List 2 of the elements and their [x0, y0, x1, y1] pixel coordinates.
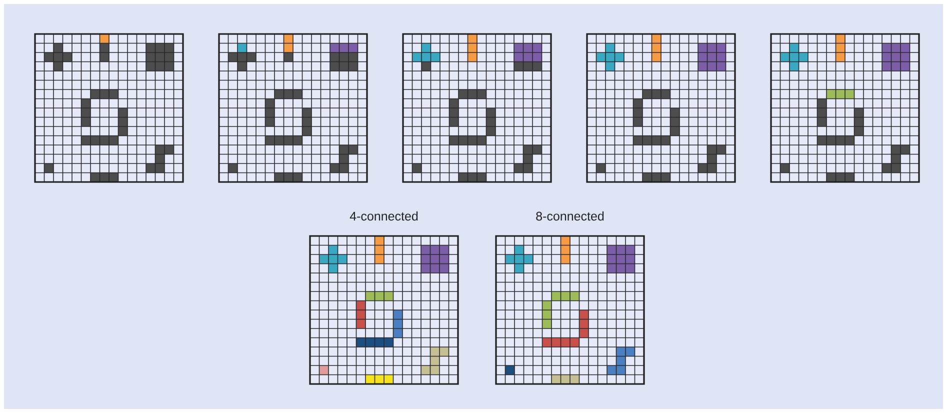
- grid-heading: 8-connected: [536, 211, 604, 221]
- grid-heading: 4-connected: [350, 211, 418, 221]
